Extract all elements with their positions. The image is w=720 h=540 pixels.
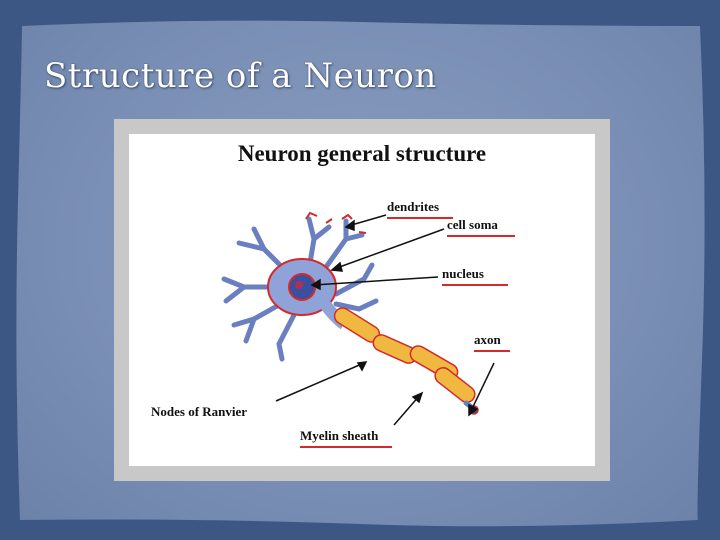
label-myelin-sheath: Myelin sheath <box>300 428 392 448</box>
label-axon: axon <box>474 332 510 352</box>
figure-title: Neuron general structure <box>237 141 487 166</box>
slide-title: Structure of a Neuron <box>44 56 437 96</box>
label-nodes-of-ranvier: Nodes of Ranvier <box>151 404 248 419</box>
label-cell-soma: cell soma <box>447 217 515 237</box>
neuron-illustration <box>221 211 495 426</box>
myelin-sheath-shape <box>333 307 476 403</box>
label-pointers <box>275 214 495 426</box>
neuron-figure: Neuron general structure dendrites cell … <box>114 119 610 481</box>
label-nucleus: nucleus <box>442 266 508 286</box>
label-dendrites: dendrites <box>387 199 453 219</box>
dendrite-outline <box>305 211 367 234</box>
figure-canvas <box>129 134 595 466</box>
